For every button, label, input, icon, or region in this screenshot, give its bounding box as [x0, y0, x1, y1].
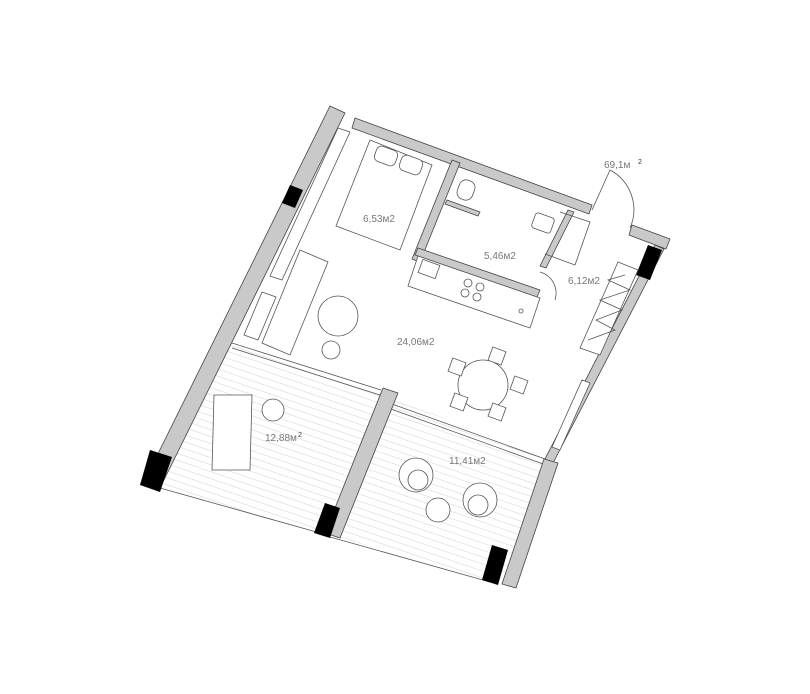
dining-set — [447, 346, 529, 422]
terrace-left-edge — [159, 487, 321, 534]
wall-top-right — [628, 224, 671, 250]
armchair — [462, 482, 498, 518]
kitchen-counter — [407, 255, 541, 329]
room-area-bathroom: 5,46м2 — [484, 251, 516, 262]
room-area-terrace-right: 11,41м2 — [449, 456, 486, 467]
deck-board — [330, 396, 545, 465]
wall-terrace-right — [501, 458, 559, 589]
room-area-terrace-left-sup: 2 — [298, 432, 302, 439]
room-area-bedroom: 6,53м2 — [363, 214, 395, 225]
column — [314, 503, 340, 538]
deck-board — [145, 391, 383, 535]
column — [140, 450, 172, 492]
toilet — [456, 179, 476, 201]
column — [636, 245, 662, 280]
terrace-right-edge — [329, 536, 491, 583]
total-area-label: 69,1м — [604, 160, 630, 171]
deck-board — [145, 475, 383, 535]
side-table — [321, 340, 341, 360]
sofa — [243, 249, 329, 356]
wardrobe — [269, 127, 351, 281]
hall-shelf — [551, 379, 591, 451]
column — [482, 545, 508, 585]
wall-hall — [539, 209, 575, 269]
wall-terrace-divider — [324, 387, 399, 539]
deck-board — [145, 468, 383, 535]
shower — [544, 211, 591, 266]
room-area-hallway: 6,12м2 — [568, 276, 600, 287]
deck-board — [145, 384, 383, 528]
room-area-living: 24,06м2 — [397, 337, 435, 348]
total-area-sup: 2 — [638, 159, 642, 166]
sink — [531, 212, 555, 234]
terrace-table — [261, 398, 285, 422]
deck-board — [145, 370, 383, 514]
deck-board — [330, 468, 545, 585]
deck-board — [145, 345, 383, 458]
sun-lounger — [211, 394, 253, 471]
coffee-table — [317, 295, 359, 337]
deck-board — [145, 377, 383, 521]
bath-door[interactable] — [539, 271, 557, 301]
terrace-table — [425, 497, 451, 523]
column — [282, 185, 303, 208]
wall-bath-inner — [444, 199, 481, 217]
entry-door[interactable] — [591, 169, 635, 229]
room-area-terrace-left: 12,88м — [265, 433, 297, 444]
armchair — [398, 457, 434, 493]
wall-top — [351, 117, 593, 215]
bed — [335, 139, 433, 251]
hall-wardrobe — [579, 261, 639, 356]
glazing — [231, 342, 549, 466]
